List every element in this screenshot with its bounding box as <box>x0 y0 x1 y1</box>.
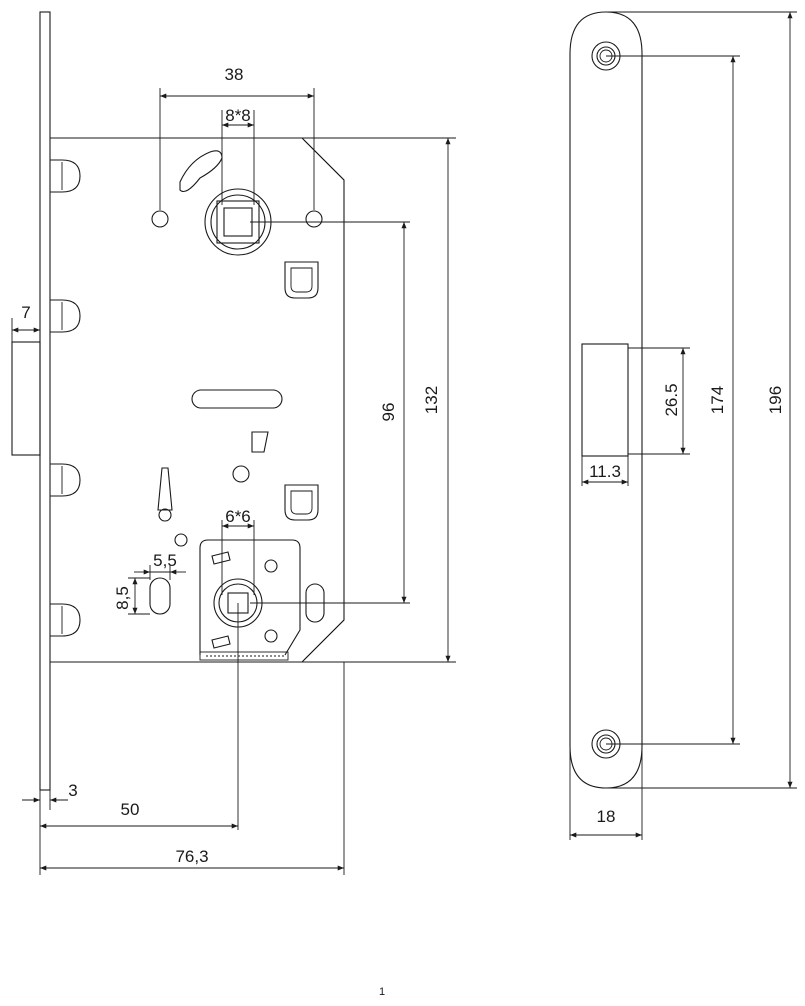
dim-case-height: 132 <box>422 386 441 414</box>
dim-turn-square: 6*6 <box>225 507 251 526</box>
dim-backset: 50 <box>121 800 140 819</box>
dim-slot-height: 8,5 <box>113 586 132 610</box>
dim-total-depth: 76,3 <box>175 847 208 866</box>
fixing-hole-right <box>305 210 323 228</box>
dim-latch-opening-width: 11.3 <box>589 462 621 481</box>
turn-mechanism <box>199 539 301 661</box>
faceplate-screw-3 <box>50 463 81 497</box>
dim-plate-width: 18 <box>597 807 616 826</box>
stop-upper <box>284 261 319 299</box>
strike-dimensions: 26.5 11.3 174 196 18 <box>569 11 797 840</box>
lock-dimensions: 38 8*8 7 96 132 6*6 5,5 <box>11 65 456 875</box>
page-number: 1 <box>379 986 385 998</box>
strike-plate <box>569 11 643 789</box>
faceplate <box>39 11 51 791</box>
faceplate-screw-4 <box>50 603 81 637</box>
dim-slot-width: 5,5 <box>153 551 177 570</box>
curved-slot <box>179 150 223 193</box>
dim-center-distance: 96 <box>379 403 398 422</box>
lock-case <box>50 137 345 663</box>
oval-slot-left <box>149 577 171 615</box>
small-tab <box>251 431 269 453</box>
pin-slot <box>157 467 173 511</box>
latch-bolt <box>11 341 41 456</box>
fixing-hole-left <box>151 210 169 228</box>
small-hole-2 <box>174 533 188 547</box>
latch-opening <box>581 343 629 457</box>
small-hole <box>232 465 250 483</box>
faceplate-screw-2 <box>50 299 81 333</box>
dim-faceplate-thickness: 3 <box>68 781 77 800</box>
lock-body <box>11 11 345 791</box>
dim-plate-length: 196 <box>766 386 785 414</box>
stop-lower <box>284 484 319 521</box>
strike-plate-outline <box>569 11 643 789</box>
dim-spindle-square: 8*8 <box>225 106 251 125</box>
dim-hole-spacing: 174 <box>708 386 727 414</box>
dim-faceplate-offset: 7 <box>21 303 30 322</box>
horizontal-slot <box>191 389 283 409</box>
dim-spindle-spacing: 38 <box>225 65 244 84</box>
dim-latch-opening-height: 26.5 <box>662 383 681 416</box>
faceplate-screw-1 <box>50 159 81 193</box>
